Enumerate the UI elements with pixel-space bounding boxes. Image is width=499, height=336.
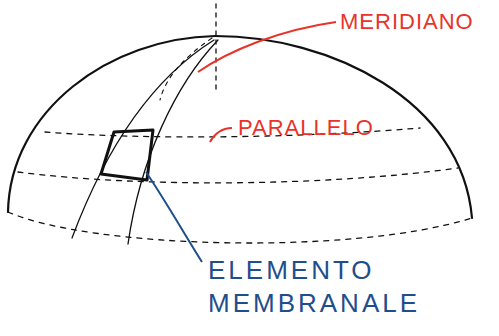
parallel-line bbox=[18, 168, 458, 183]
leader-line bbox=[198, 22, 336, 72]
callout-label: ELEMENTO MEMBRANALE bbox=[208, 254, 494, 319]
dome-outline bbox=[8, 36, 472, 218]
axis-line bbox=[215, 4, 216, 92]
base-line bbox=[8, 212, 472, 243]
leader-line bbox=[210, 128, 232, 142]
leader-line bbox=[146, 172, 202, 262]
callout-label: PARALLELO bbox=[238, 114, 398, 142]
callout-label: MERIDIANO bbox=[340, 8, 495, 36]
meridian-line bbox=[72, 40, 214, 238]
membrane-element bbox=[101, 130, 153, 180]
